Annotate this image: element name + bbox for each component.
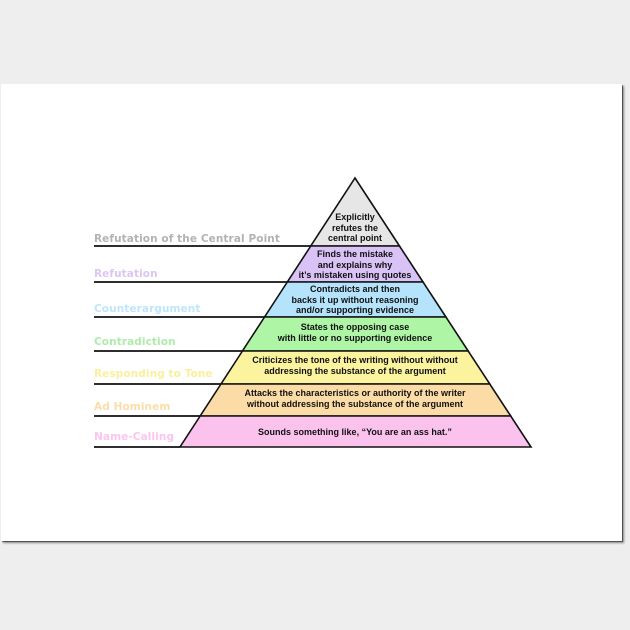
description-line: Explicitly — [335, 212, 375, 222]
description-line: backs it up without reasoning — [291, 294, 419, 305]
level-label-refutation-of-the-central-point: Refutation of the Central Point — [94, 233, 280, 245]
description-line: Sounds something like, “You are an ass h… — [258, 427, 452, 437]
description-line: and explains why — [317, 259, 393, 270]
level-label-name-calling: Name-Calling — [94, 431, 175, 443]
description-line: and/or supporting evidence — [295, 305, 415, 315]
description-line: Contradicts and then — [309, 284, 401, 294]
level-label-responding-to-tone: Responding to Tone — [94, 368, 213, 380]
level-label-ad-hominem: Ad Hominem — [94, 401, 171, 413]
level-label-contradiction: Contradiction — [94, 336, 176, 348]
level-description: Sounds something like, “You are an ass h… — [258, 427, 452, 438]
description-line: Finds the mistake — [316, 249, 394, 259]
description-line: refutes the — [331, 222, 379, 233]
pyramid-band-name-calling — [178, 415, 533, 448]
description-line: with little or no supporting evidence — [277, 332, 433, 343]
level-label-counterargument: Counterargument — [94, 303, 201, 315]
description-line: central point — [327, 233, 383, 243]
level-label-refutation: Refutation — [94, 268, 158, 280]
description-line: addressing the substance of the argument — [264, 365, 446, 376]
description-line: Criticizes the tone of the writing witho… — [252, 355, 458, 365]
level-description: Criticizes the tone of the writing witho… — [252, 355, 457, 376]
level-description: Attacks the characteristics or authority… — [244, 388, 465, 409]
description-line: without addressing the substance of the … — [246, 398, 464, 409]
description-line: Attacks the characteristics or authority… — [244, 388, 466, 398]
description-line: it’s mistaken using quotes — [298, 270, 412, 280]
description-line: States the opposing case — [300, 322, 410, 332]
